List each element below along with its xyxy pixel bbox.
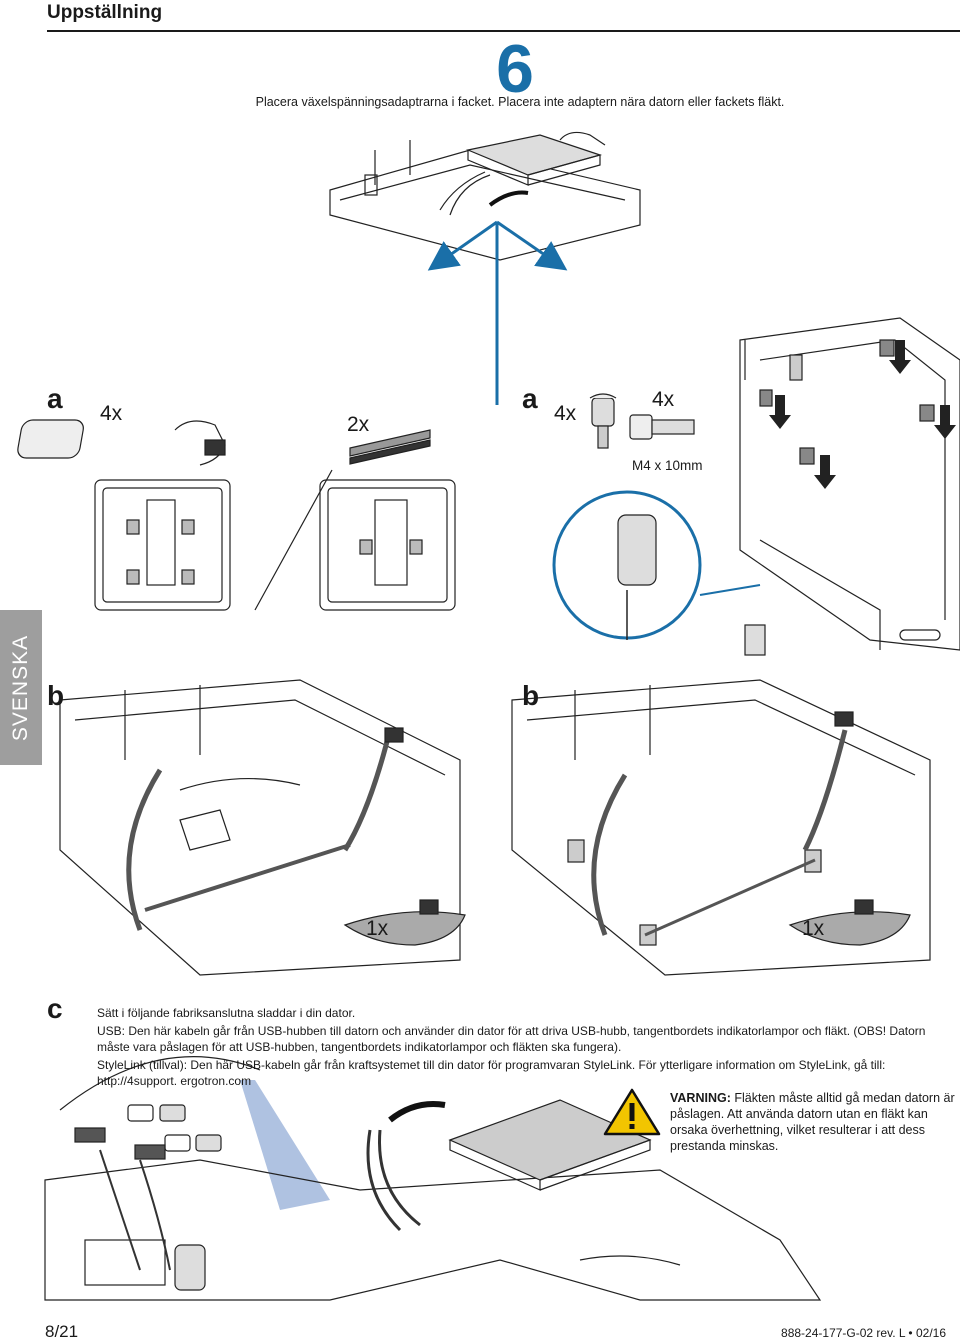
- language-tab: SVENSKA: [0, 610, 42, 765]
- section-c-intro: Sätt i följande fabriksanslutna sladdar …: [97, 1006, 356, 1020]
- document-number: 888-24-177-G-02 rev. L • 02/16: [781, 1326, 946, 1340]
- bumpers-quantity: 4x: [554, 402, 577, 425]
- section-c-letter: c: [47, 993, 63, 1024]
- stylelink-note: StyleLink (tillval): Den här USB-kabeln …: [97, 1058, 886, 1088]
- strap-quantity-right: 1x: [802, 917, 825, 940]
- screws-quantity: 4x: [652, 388, 675, 411]
- bumper-screw-icons: [589, 393, 695, 449]
- warning-icon: [603, 1088, 661, 1136]
- panel-b-left-illustration: [59, 679, 466, 976]
- tray-adapter-illustration: [329, 131, 641, 261]
- down-arrow-icons: [769, 340, 956, 489]
- strap-quantity-left: 1x: [366, 917, 389, 940]
- bumper-detail-circle: [552, 490, 761, 640]
- pads-quantity: 4x: [100, 402, 123, 425]
- screw-spec: M4 x 10mm: [632, 458, 703, 473]
- panel-b-right-illustration: [511, 679, 931, 976]
- section-c-text: Sätt i följande fabriksanslutna sladdar …: [97, 1005, 937, 1091]
- step-description: Placera växelspänningsadaptrarna i facke…: [255, 95, 785, 109]
- warning-body: Fläkten måste alltid gå medan datorn är …: [670, 1091, 955, 1153]
- panel-b-left-letter: b: [47, 680, 65, 711]
- computer-usb-illustration: [44, 1056, 822, 1301]
- step-number: 6: [496, 31, 534, 107]
- rotate-arrow-icon: [488, 190, 529, 207]
- panel-a-right-letter: a: [522, 383, 538, 414]
- warning-text: VARNING: Fläkten måste alltid gå medan d…: [670, 1090, 955, 1154]
- usb-cable-note: USB: Den här kabeln går från USB-hubben …: [97, 1024, 926, 1054]
- velcro-quantity: 2x: [347, 413, 370, 436]
- header-divider: [47, 30, 960, 32]
- page-number: 8/21: [45, 1322, 79, 1341]
- panel-b-right-letter: b: [522, 680, 540, 711]
- page-title: Uppställning: [47, 2, 163, 23]
- tray-bottom-illustration: [739, 317, 960, 656]
- split-arrows: [427, 220, 568, 405]
- panel-a-left-illustration: [17, 419, 456, 611]
- warning-label: VARNING:: [670, 1091, 731, 1105]
- panel-a-left-letter: a: [47, 383, 63, 414]
